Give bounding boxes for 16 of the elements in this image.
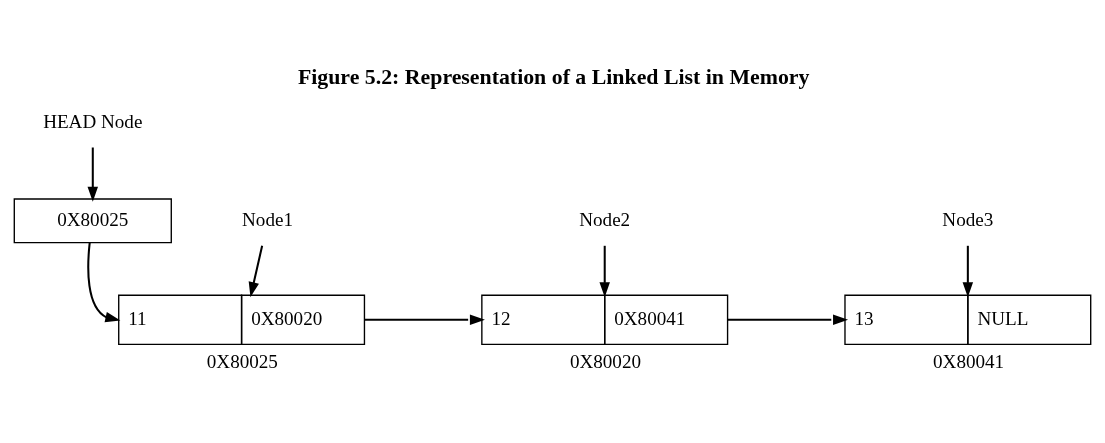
arrow bbox=[364, 314, 485, 326]
arrow bbox=[87, 242, 121, 323]
arrow bbox=[727, 314, 849, 326]
arrow bbox=[248, 245, 264, 298]
arrow bbox=[599, 245, 610, 298]
diagram-title: Figure 5.2: Representation of a Linked List in Memory bbox=[297, 65, 810, 90]
node-text: Node1 bbox=[242, 208, 293, 230]
node-box: 0X80025 bbox=[13, 198, 172, 244]
node-text: HEAD Node bbox=[43, 110, 143, 132]
node-label: 0X80041 bbox=[933, 350, 1005, 372]
node-label: 0X80025 bbox=[206, 350, 278, 372]
node-text: Node3 bbox=[942, 208, 994, 230]
arrow bbox=[962, 245, 974, 298]
arrow bbox=[87, 147, 99, 202]
node-label: 0X80020 bbox=[569, 350, 642, 372]
node-text: Node2 bbox=[579, 208, 631, 230]
